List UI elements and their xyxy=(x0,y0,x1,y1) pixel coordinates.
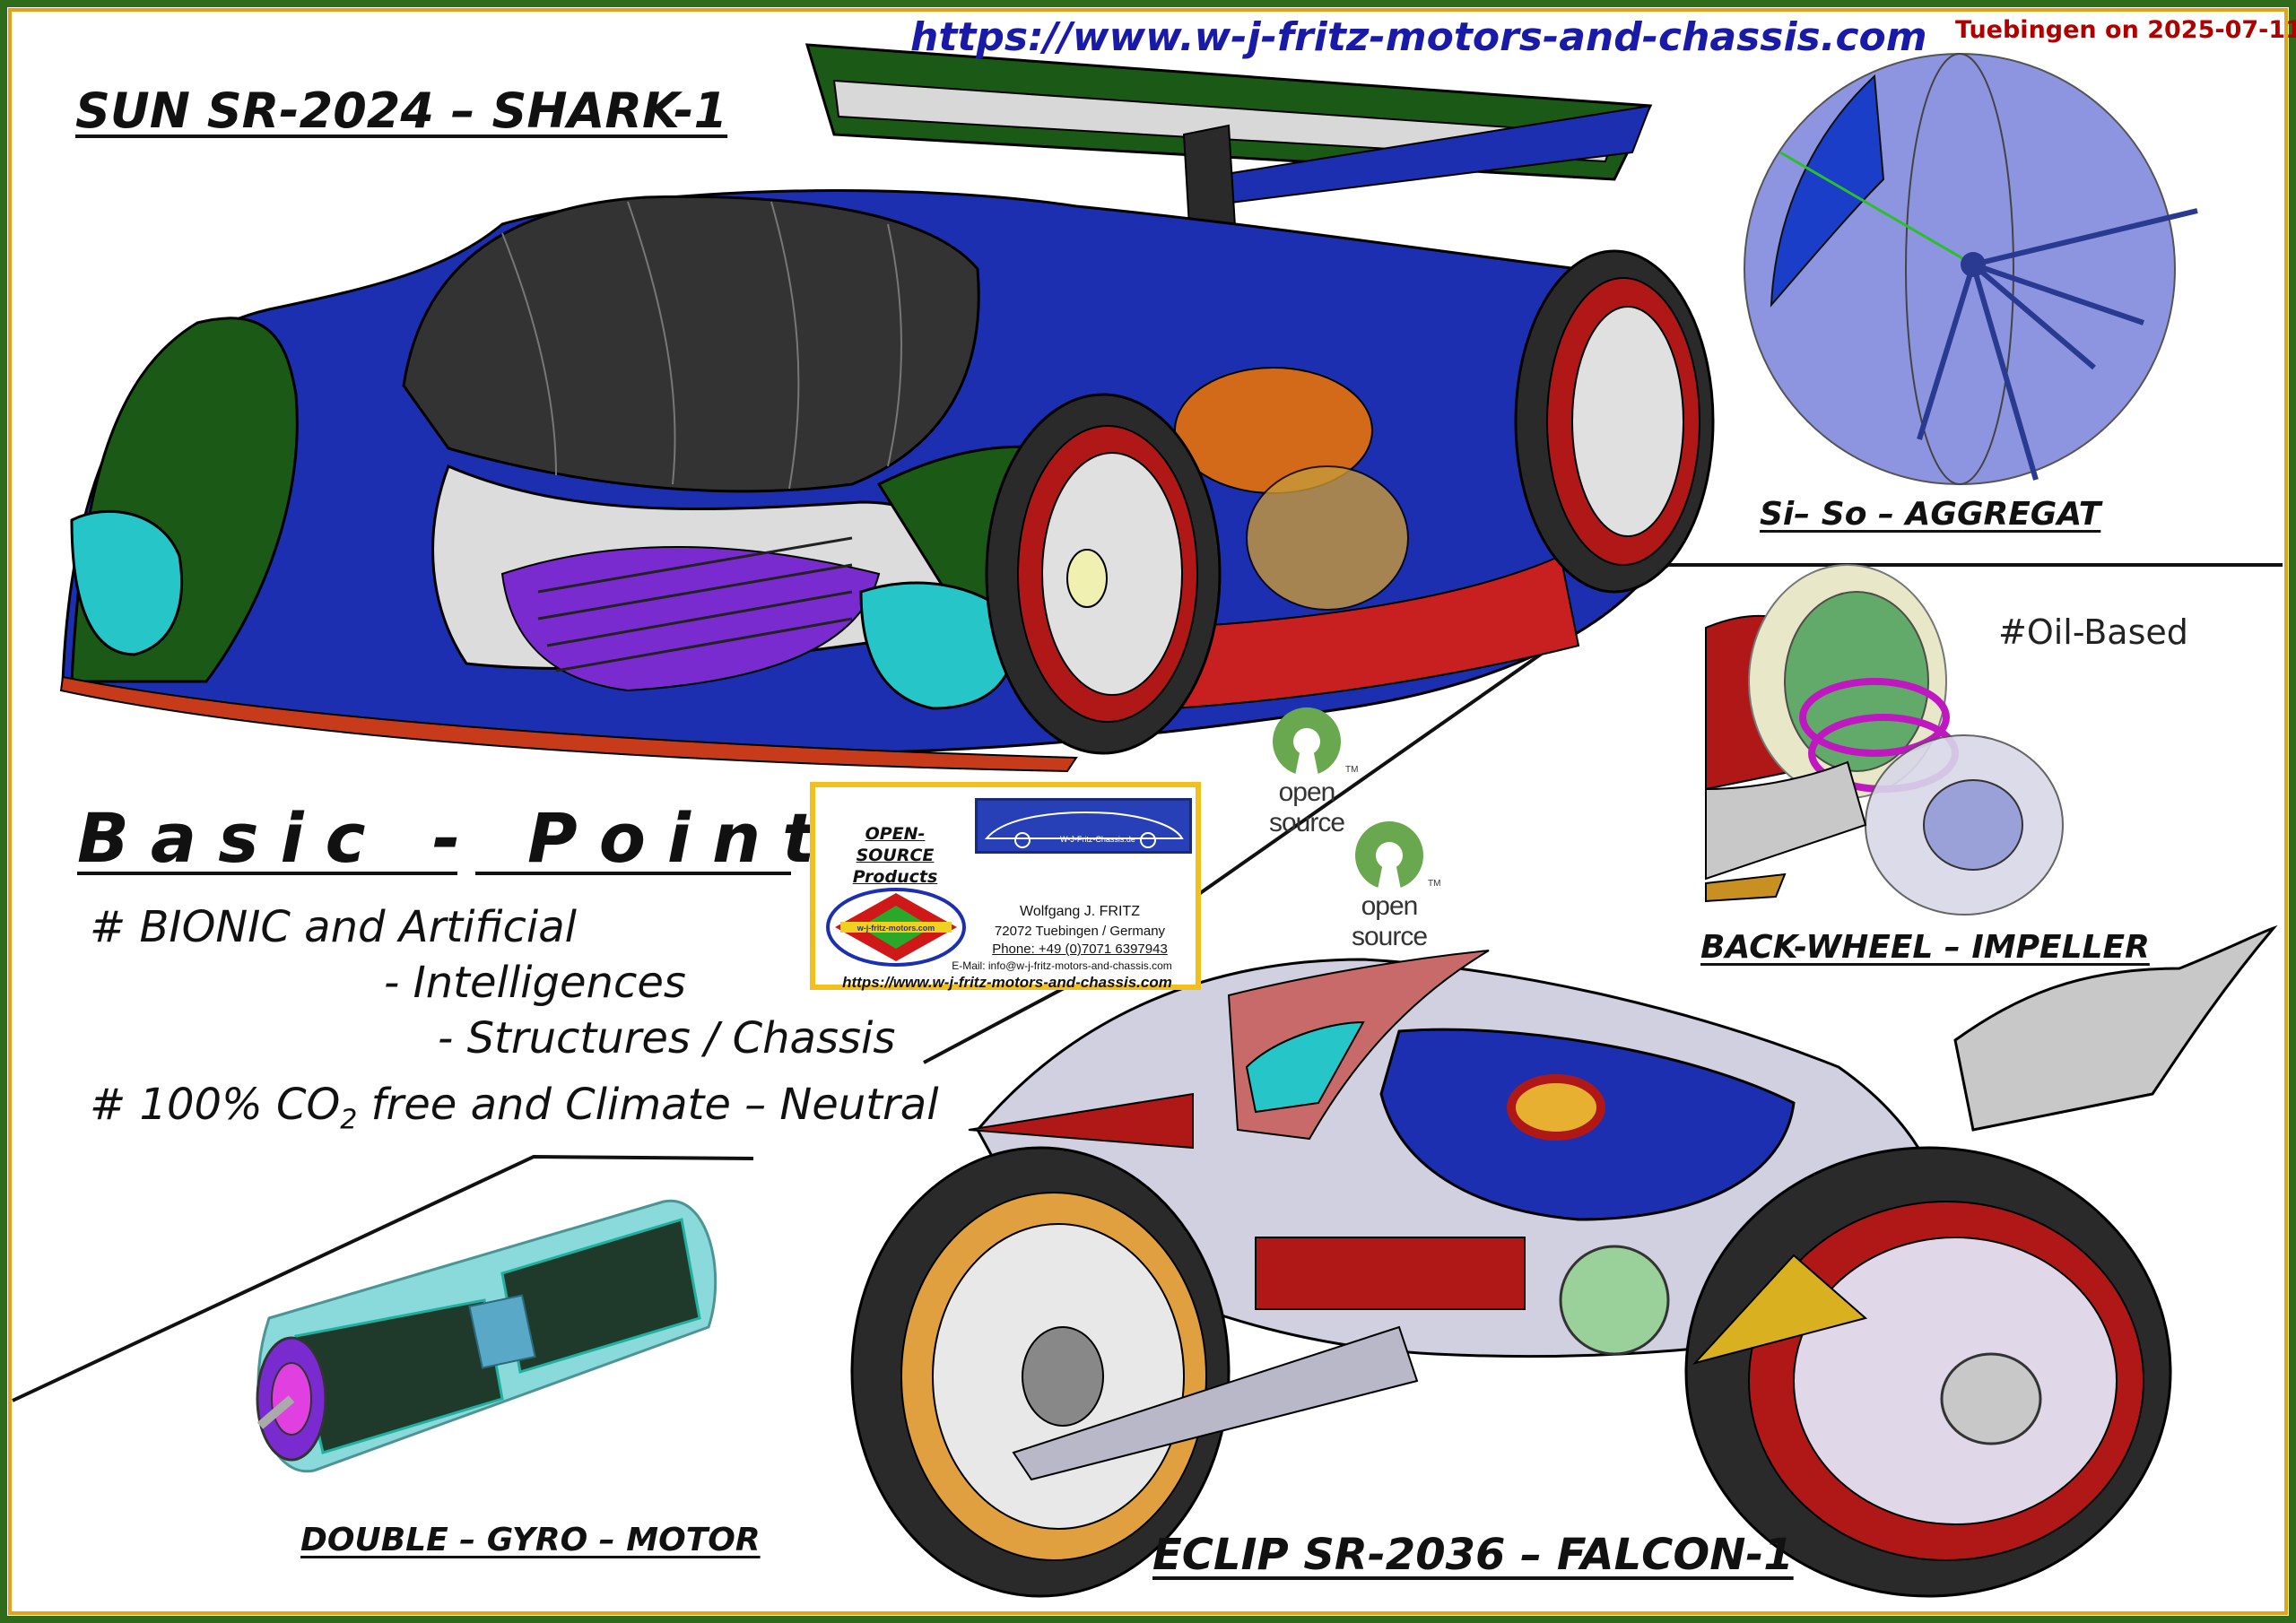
card-phone[interactable]: Phone: +49 (0)7071 6397943 xyxy=(992,942,1168,957)
frame-inner xyxy=(8,8,2288,1615)
falcon-bike-illustration xyxy=(850,924,2278,1598)
co2-prefix: # 100% CO xyxy=(90,1080,341,1130)
shark-car-illustration xyxy=(59,43,1715,773)
gyro-motor-illustration xyxy=(256,1199,718,1473)
date-stamp: Tuebingen on 2025-07-11 xyxy=(1955,16,2296,44)
title-siso-aggregat: Si– So – AGGREGAT xyxy=(1760,496,2101,533)
title-eclip-falcon: ECLIP SR-2036 – FALCON-1 xyxy=(1152,1530,1794,1580)
open-source-text: open source xyxy=(1268,777,1345,838)
card-url[interactable]: https://www.w-j-fritz-motors-and-chassis… xyxy=(842,974,1172,991)
business-card: OPEN-SOURCE Products W-J-Fritz-Chassis.d… xyxy=(810,782,1201,991)
basic-point-bionic: # BIONIC and Artificial xyxy=(90,902,577,952)
basic-points-underline-2 xyxy=(475,872,791,875)
basic-points-underline-1 xyxy=(77,872,457,875)
basic-point-structures: - Structures / Chassis xyxy=(438,1013,896,1063)
oil-based-tag: #Oil-Based xyxy=(1998,612,2188,652)
open-source-tm: TM xyxy=(1345,765,1358,775)
open-source-logo-icon: TM open source xyxy=(1239,704,1374,838)
open-source-logo-icon: TM open source xyxy=(1322,818,1457,951)
open-source-text: open source xyxy=(1351,891,1428,951)
car-sketch-label: W-J-Fritz-Chassis.de xyxy=(1060,835,1135,844)
card-open-source-products: OPEN-SOURCE Products xyxy=(852,824,938,887)
impeller-illustration xyxy=(1705,564,2064,924)
card-name: Wolfgang J. FRITZ xyxy=(1020,904,1140,919)
title-double-gyro-motor: DOUBLE – GYRO – MOTOR xyxy=(300,1522,761,1558)
website-url[interactable]: https://www.w-j-fritz-motors-and-chassis… xyxy=(910,14,1927,60)
basic-point-co2: # 100% CO2 free and Climate – Neutral xyxy=(90,1080,939,1136)
co2-subscript: 2 xyxy=(340,1104,358,1136)
card-address: 72072 Tuebingen / Germany xyxy=(994,924,1166,939)
open-source-tm: TM xyxy=(1428,879,1440,889)
title-sun-shark: SUN SR-2024 – SHARK-1 xyxy=(75,82,728,139)
siso-aggregate-illustration xyxy=(1744,53,2198,485)
car-sketch-icon: W-J-Fritz-Chassis.de xyxy=(975,798,1192,854)
card-email[interactable]: E-Mail: info@w-j-fritz-motors-and-chassi… xyxy=(952,959,1172,972)
fritz-logo-icon: w-j-fritz-motors.com xyxy=(824,886,968,968)
co2-suffix: free and Climate – Neutral xyxy=(357,1080,939,1130)
divider-lines xyxy=(12,563,2283,1402)
title-back-wheel-impeller: BACK-WHEEL – IMPELLER xyxy=(1700,929,2150,966)
basic-point-intelligences: - Intelligences xyxy=(384,958,686,1008)
basic-points-title: Basic - Points xyxy=(77,798,899,878)
fritz-logo-text: w-j-fritz-motors.com xyxy=(857,924,935,933)
